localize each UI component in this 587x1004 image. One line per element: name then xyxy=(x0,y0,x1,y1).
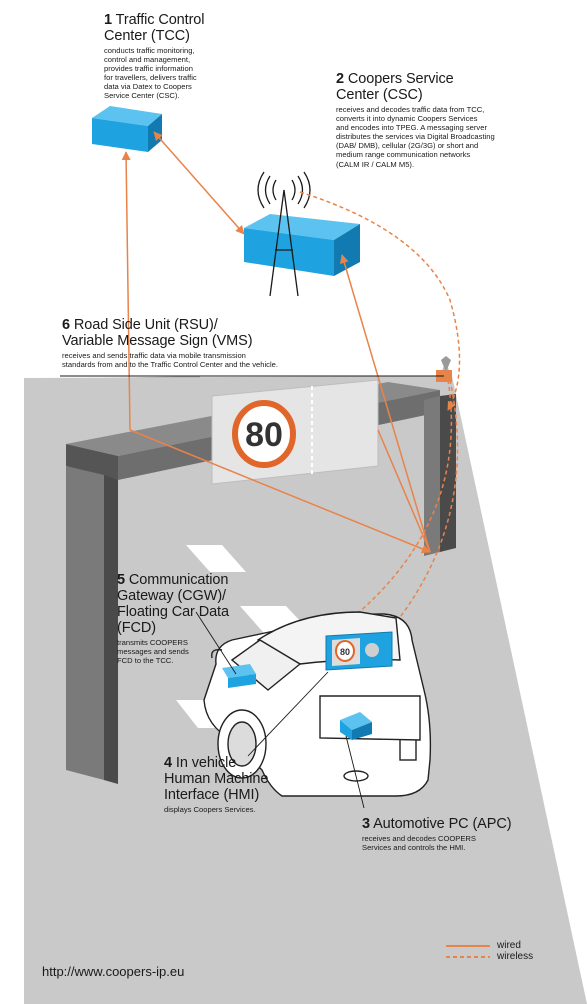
tcc-number: 1 xyxy=(104,12,112,28)
website-url[interactable]: http://www.coopers-ip.eu xyxy=(42,964,185,979)
legend-wired-label: wired xyxy=(497,940,521,951)
sign-speed-text: 80 xyxy=(245,416,283,454)
lane-dash xyxy=(186,545,246,572)
rsu-number: 6 xyxy=(62,317,70,333)
csc-desc: receives and decodes traffic data from T… xyxy=(336,105,495,169)
rsu-antenna xyxy=(436,356,452,382)
apc-number: 3 xyxy=(362,816,370,832)
rsu-desc: receives and sends traffic data via mobi… xyxy=(62,351,278,370)
csc-antenna xyxy=(257,171,311,297)
rsu-label: 6 Road Side Unit (RSU)/Variable Message … xyxy=(62,317,362,369)
hmi-desc: displays Coopers Services. xyxy=(164,805,256,814)
tcc-box xyxy=(92,106,162,152)
apc-label: 3 Automotive PC (APC) receives and decod… xyxy=(362,816,562,852)
csc-number: 2 xyxy=(336,71,344,87)
legend-wireless-label: wireless xyxy=(497,951,534,962)
tcc-desc: conducts traffic monitoring,control and … xyxy=(104,46,197,101)
cgw-number: 5 xyxy=(117,572,125,588)
wired-links xyxy=(121,131,431,554)
hmi-screen: 80 xyxy=(325,631,393,671)
road-shoulder xyxy=(100,376,200,378)
hmi-number: 4 xyxy=(164,755,172,771)
label-pointers xyxy=(60,375,444,809)
apc-title: 3 Automotive PC (APC) xyxy=(362,816,512,832)
rsu-title: 6 Road Side Unit (RSU)/Variable Message … xyxy=(62,317,253,349)
csc-box xyxy=(244,214,360,276)
apc-box xyxy=(340,712,372,740)
legend xyxy=(446,945,490,958)
cgw-box xyxy=(222,664,256,688)
hmi-speed-text: 80 xyxy=(340,647,350,657)
vms-sign: 80 xyxy=(211,379,379,485)
